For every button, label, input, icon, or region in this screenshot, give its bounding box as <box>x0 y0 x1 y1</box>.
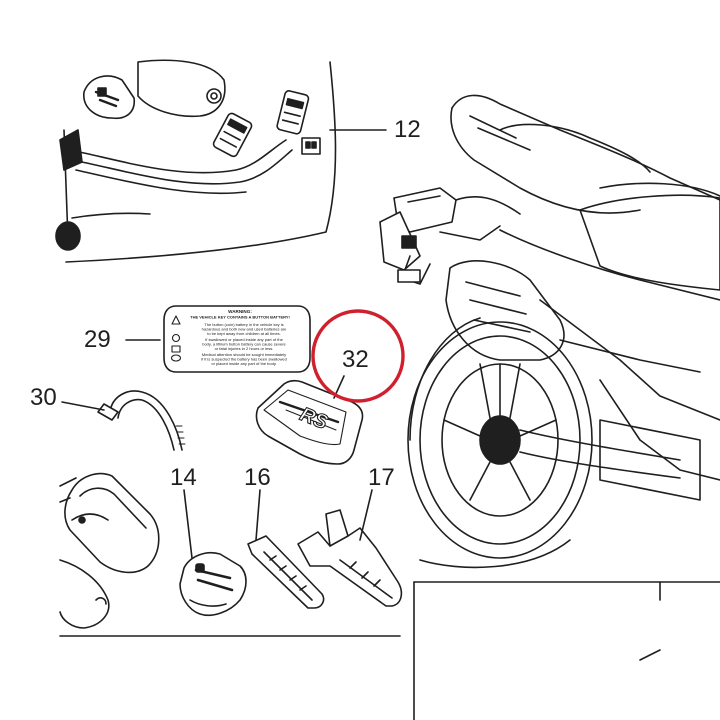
leader-14 <box>183 489 193 559</box>
label-line: if it is suspected the battery has been … <box>201 357 287 362</box>
callout-30: 30 <box>30 386 57 410</box>
label-heading: WARNING: <box>228 309 252 314</box>
key-fob-14 <box>179 552 247 616</box>
label-line: or fatal injuries in 2 hours or less. <box>215 346 274 351</box>
strap-30 <box>97 390 186 451</box>
callout-14: 14 <box>170 464 197 491</box>
leader-30 <box>61 401 105 411</box>
callout-17: 17 <box>368 464 395 491</box>
label-line: body, a lithium button battery can cause… <box>202 342 286 347</box>
label-subheading: THE VEHICLE KEY CONTAINS A BUTTON BATTER… <box>190 315 290 320</box>
motorcycle-outline <box>379 94 720 720</box>
warning-label-text: WARNING: THE VEHICLE KEY CONTAINS A BUTT… <box>190 309 290 366</box>
callout-16: 16 <box>244 464 271 491</box>
label-line: or placed inside any part of the body. <box>211 361 276 366</box>
callout-29: 29 <box>84 326 111 353</box>
callout-32: 32 <box>342 346 369 373</box>
label-line: Medical attention should be sought immed… <box>202 352 286 357</box>
wiring-harness-inset <box>55 59 337 263</box>
label-line: to be kept away from children at all tim… <box>207 331 281 336</box>
key-blade-17 <box>297 509 403 607</box>
leader-17 <box>359 489 373 541</box>
key-cover-32 <box>255 379 364 465</box>
label-line: hazardous and both new and used batterie… <box>202 327 288 332</box>
leader-16 <box>255 489 261 541</box>
callout-12: 12 <box>394 116 421 143</box>
label-line: The button (coin) battery in the vehicle… <box>204 322 283 327</box>
warning-label-29 <box>163 305 311 373</box>
key-fob-housing <box>59 472 401 637</box>
label-line: If swallowed or placed inside any part o… <box>205 337 283 342</box>
highlight-circle <box>311 309 405 403</box>
key-blade-16 <box>247 535 325 609</box>
